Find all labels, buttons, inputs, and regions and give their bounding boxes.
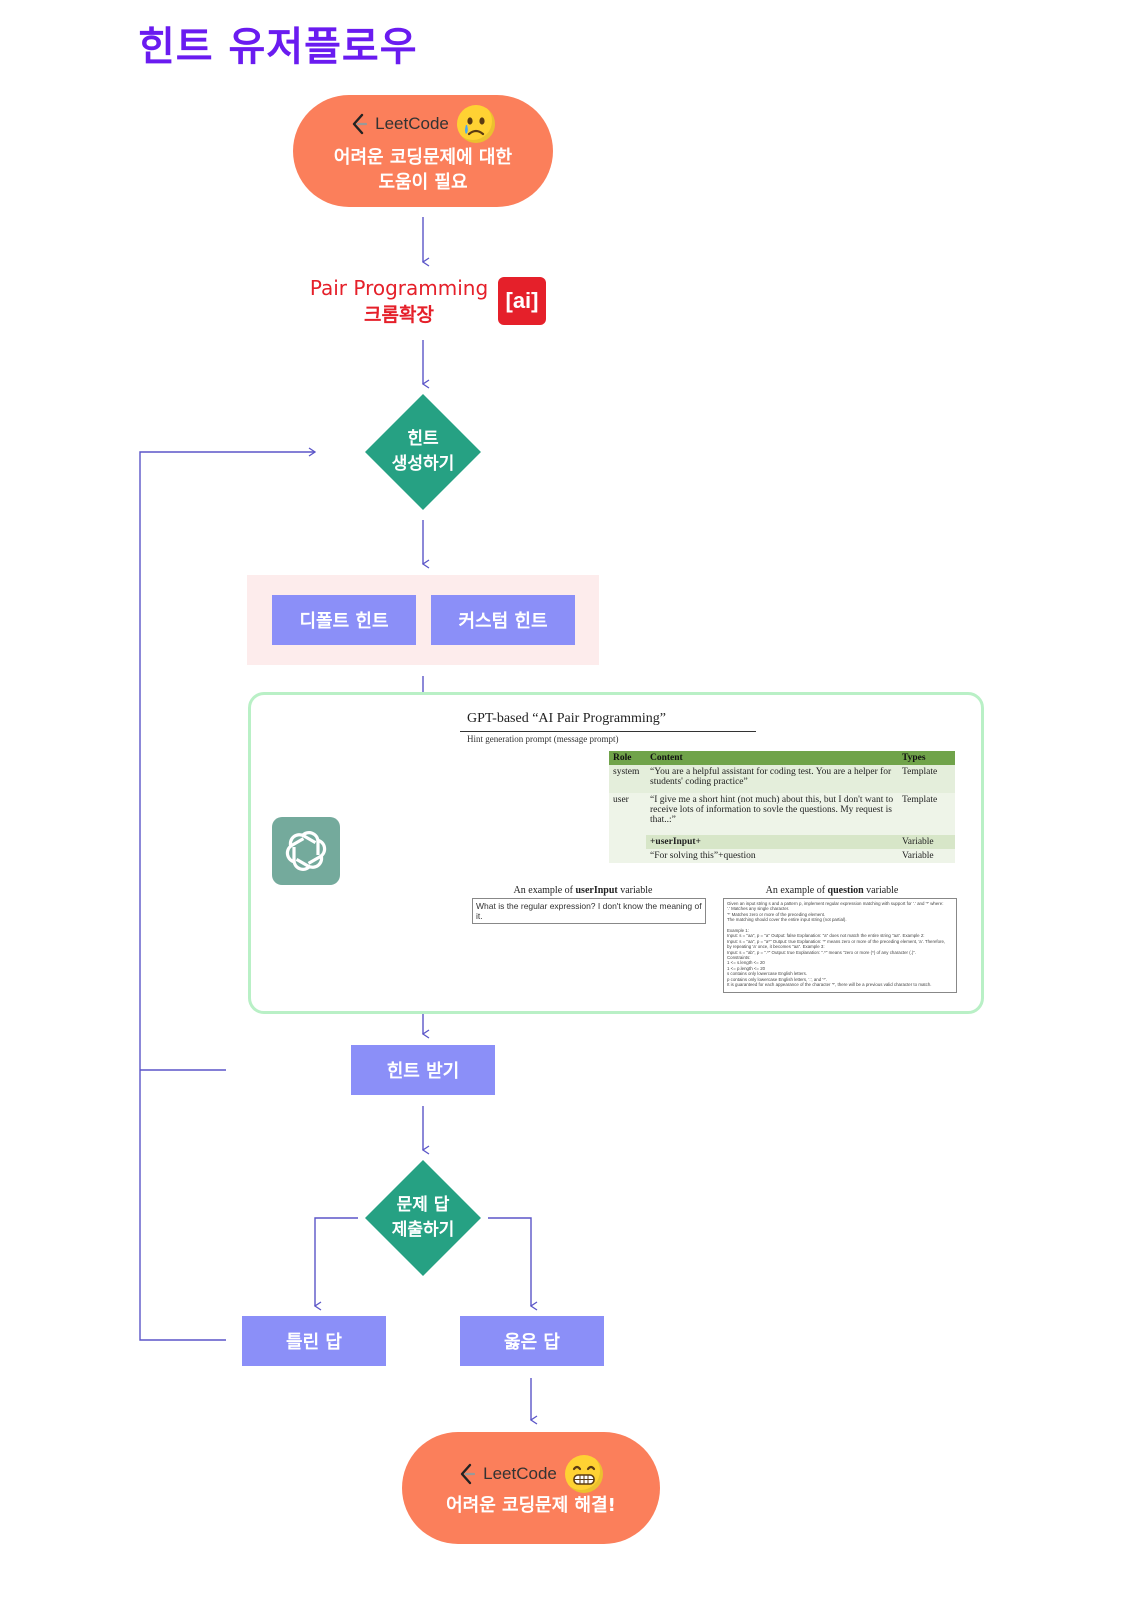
leetcode-brand: LeetCode — [293, 105, 553, 143]
row-type: Variable — [902, 837, 934, 847]
extension-kind: 크롬확장 — [364, 304, 434, 326]
question-example-line: 1 <= s.length <= 20 — [727, 960, 765, 966]
question-example-line: Input: s = "aa", p = "a" Output: false E… — [727, 933, 925, 939]
question-example-line: Constraints: — [727, 955, 751, 961]
loop-back-line — [139, 452, 315, 1341]
right-answer-node[interactable]: 옳은 답 — [460, 1316, 604, 1366]
crying-face-icon — [456, 105, 495, 143]
generate-hint-decision: 힌트 생성하기 — [365, 394, 481, 510]
leetcode-brand: LeetCode — [402, 1455, 660, 1493]
row-role: user — [613, 795, 629, 805]
row-type: Template — [902, 767, 938, 777]
grinning-face-icon — [564, 1455, 603, 1493]
table-row: “For solving this”+question Variable — [609, 849, 955, 863]
question-example-line: Example 1: — [727, 928, 749, 934]
start-node: LeetCode 어려운 코딩문제에 대한 도움이 필요 — [293, 95, 553, 207]
row-type: Template — [902, 795, 938, 805]
prompt-table-header: Role Content Types — [609, 751, 955, 765]
question-example-line: It is guaranteed for each appearance of … — [727, 982, 932, 988]
start-line-2: 도움이 필요 — [378, 172, 468, 193]
extension-name: Pair Programming — [309, 276, 489, 300]
userinput-example-box: What is the regular expression? I don't … — [472, 898, 706, 924]
receive-hint-node[interactable]: 힌트 받기 — [351, 1045, 495, 1095]
question-example-line: Given an input string s and a pattern p,… — [727, 901, 944, 906]
generate-line-1: 힌트 — [407, 429, 439, 449]
submit-answer-decision: 문제 답 제출하기 — [365, 1160, 481, 1276]
row-role: system — [613, 767, 640, 777]
question-example-line: '.' Matches any single character. — [727, 906, 790, 912]
question-example-line: 1 <= p.length <= 20 — [727, 965, 766, 971]
arrow-submit-to-right — [488, 1217, 531, 1306]
leetcode-logo-icon — [460, 1463, 476, 1485]
row-role — [609, 849, 646, 863]
row-role — [609, 835, 646, 849]
submit-line-1: 문제 답 — [396, 1195, 450, 1215]
question-example-box: Given an input string s and a pattern p,… — [723, 898, 957, 993]
table-row: +userInput+ Variable — [609, 835, 955, 849]
custom-hint-button[interactable]: 커스텀 힌트 — [431, 595, 575, 645]
prompt-table: Role Content Types system “You are a hel… — [609, 751, 955, 863]
row-type: Variable — [902, 851, 934, 861]
header-content: Content — [646, 751, 898, 765]
submit-line-2: 제출하기 — [391, 1220, 455, 1240]
wrong-answer-node[interactable]: 틀린 답 — [242, 1316, 386, 1366]
ai-badge-icon: [ai] — [498, 277, 546, 325]
end-line-1: 어려운 코딩문제 해결! — [446, 1495, 616, 1516]
extension-label: Pair Programming 크롬확장 — [302, 275, 496, 329]
question-example-line: '*' Matches zero or more of the precedin… — [727, 911, 826, 917]
page-title: 힌트 유저플로우 — [138, 24, 418, 70]
row-content: +userInput+ — [650, 837, 701, 847]
default-hint-button[interactable]: 디폴트 힌트 — [272, 595, 416, 645]
userinput-example-caption: An example of userInput variable — [513, 885, 653, 896]
openai-logo-icon — [272, 817, 340, 885]
question-example-line: Input: s = "aa", p = "a*" Output: true E… — [727, 938, 946, 944]
header-role: Role — [609, 751, 646, 765]
question-example-line: by repeating 'a' once, it becomes "aa". … — [727, 944, 825, 950]
row-content: “You are a helpful assistant for coding … — [650, 767, 892, 787]
question-example-line: s contains only lowercase English letter… — [727, 971, 808, 977]
leetcode-text: LeetCode — [375, 114, 449, 133]
table-row: system “You are a helpful assistant for … — [609, 765, 955, 793]
start-line-1: 어려운 코딩문제에 대한 — [333, 147, 513, 168]
arrow-submit-to-wrong — [315, 1217, 358, 1306]
gpt-panel-subtitle: Hint generation prompt (message prompt) — [467, 734, 619, 744]
leetcode-logo-icon — [352, 113, 368, 135]
gpt-panel-title: GPT-based “AI Pair Programming” — [467, 711, 666, 726]
row-content: “I give me a short hint (not much) about… — [650, 795, 894, 825]
question-example-line: The matching should cover the entire inp… — [727, 917, 847, 923]
leetcode-text: LeetCode — [483, 1464, 557, 1483]
gpt-prompt-panel — [248, 692, 984, 1014]
question-example-line: Input: s = "ab", p = ".*" Output: true E… — [727, 949, 917, 955]
header-types: Types — [898, 751, 955, 765]
row-content: “For solving this”+question — [650, 851, 756, 861]
table-row: user “I give me a short hint (not much) … — [609, 793, 955, 835]
generate-line-2: 생성하기 — [391, 454, 455, 474]
question-example-line: p contains only lowercase English letter… — [727, 976, 827, 982]
end-node: LeetCode 어려운 코딩문제 해결! — [402, 1432, 660, 1544]
gpt-title-rule — [460, 731, 756, 732]
question-example-caption: An example of question variable — [765, 885, 899, 896]
